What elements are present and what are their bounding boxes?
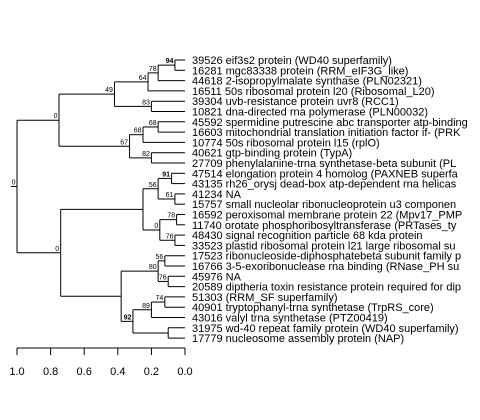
dendrogram-branches — [11, 59, 185, 339]
distance-axis: 1.0 0.8 0.6 0.4 0.2 0.0 — [9, 347, 193, 378]
n-a2-support: 67 — [120, 139, 128, 146]
axis-tick-label-3: 0.4 — [110, 366, 125, 378]
n-b2b-support: 92 — [124, 314, 132, 321]
leaf-4-label: 39304 uvb-resistance protein uvr8 (RCC1) — [192, 96, 399, 108]
leaf-14-label: 15757 small nucleolar ribonucleoprotein … — [192, 199, 456, 211]
leaf-21-label: 45976 NA — [192, 271, 242, 283]
n-b-support: 0 — [55, 246, 59, 253]
leaf-0-label: 39526 eif3s2 protein (WD40 superfamily) — [192, 55, 392, 67]
leaf-8-label: 10774 50s ribosomal protein l15 (rplO) — [192, 137, 380, 149]
n-b2a1-support: 56 — [156, 254, 164, 261]
n-b1a2-support: 61 — [166, 192, 174, 199]
leaf-9-label: 40621 gtp-binding protein (TypA) — [192, 148, 352, 160]
n-a1-support: 49 — [105, 87, 113, 94]
leaf-labels: 39526 eif3s2 protein (WD40 superfamily)1… — [192, 55, 468, 345]
leaf-6-label: 45592 spermidine putrescine abc transpor… — [192, 117, 468, 129]
n-a1b-support: 83 — [142, 99, 150, 106]
leaf-13-label: 41234 NA — [192, 189, 242, 201]
n-b1b2-support: 76 — [166, 233, 174, 240]
leaf-10-label: 27709 phenylalanine-trna synthetase-beta… — [192, 158, 456, 170]
leaf-1-label: 16281 mgc83338 protein (RRM_eIF3G_like) — [192, 65, 408, 77]
leaf-7-label: 16603 mitochondrial translation initiati… — [192, 127, 461, 139]
axis-tick-label-0: 1.0 — [9, 366, 24, 378]
leaf-23-label: 51303 (RRM_SF superfamily) — [192, 292, 338, 304]
leaf-19-label: 17523 ribonucleoside-diphosphatebeta sub… — [192, 251, 461, 263]
axis-tick-label-1: 0.8 — [43, 366, 58, 378]
leaf-25-label: 43016 valyl trna synthetase (PTZ00419) — [192, 313, 388, 325]
n-a1a1a-support: 94 — [166, 58, 174, 65]
n-a2a1-support: 68 — [149, 120, 157, 127]
leaf-17-label: 48430 signal recognition particle 68 kda… — [192, 230, 423, 242]
n-b2b1-support: 89 — [142, 303, 150, 310]
axis-tick-label-2: 0.6 — [77, 366, 92, 378]
n-a2b-support: 82 — [142, 151, 150, 158]
n-a1a1-support: 78 — [149, 66, 157, 73]
leaf-3-label: 16511 50s ribosomal protein l20 (Ribosom… — [192, 86, 435, 98]
leaf-26-label: 31975 wd-40 repeat family protein (WD40 … — [192, 323, 459, 335]
support-values: 0049647894836768688205691610787680567692… — [12, 58, 176, 321]
n-b2b1a-support: 74 — [156, 295, 164, 302]
leaf-22-label: 20589 diptheria toxin resistance protein… — [192, 282, 461, 294]
n-root-support: 0 — [12, 179, 16, 186]
leaf-5-label: 10821 dna-directed rna polymerase (PLN00… — [192, 107, 428, 119]
n-b1b-support: 0 — [154, 223, 158, 230]
n-b2a-support: 80 — [149, 264, 157, 271]
n-b1b1-support: 78 — [167, 213, 175, 220]
axis-tick-label-4: 0.2 — [144, 366, 159, 378]
axis-tick-label-5: 0.0 — [177, 366, 192, 378]
leaf-16-label: 11740 orotate phosphoribosyltransferase … — [192, 220, 457, 232]
leaf-18-label: 33523 plastid ribosomal protein l21 larg… — [192, 240, 456, 252]
leaf-20-label: 16766 3-5-exoribonuclease rna binding (R… — [192, 261, 459, 273]
leaf-12-label: 43135 rh26_orysj dead-box atp-dependent … — [192, 179, 457, 191]
leaf-15-label: 16592 peroxisomal membrane protein 22 (M… — [192, 210, 462, 222]
leaf-11-label: 47514 elongation protein 4 homolog (PAXN… — [192, 168, 459, 180]
n-a-support: 0 — [54, 113, 58, 120]
n-b2a2-support: 76 — [159, 274, 167, 281]
n-a2a-support: 68 — [134, 128, 142, 135]
leaf-24-label: 40901 tryptophanyl-trna synthetase (TrpR… — [192, 302, 434, 314]
leaf-2-label: 44618 2-isopropylmalate synthase (PLN023… — [192, 76, 422, 88]
n-a1a-support: 64 — [139, 75, 147, 82]
leaf-27-label: 17779 nucleosome assembly protein (NAP) — [192, 333, 404, 345]
n-b1a1-support: 91 — [162, 171, 170, 178]
n-b1a-support: 56 — [149, 182, 157, 189]
